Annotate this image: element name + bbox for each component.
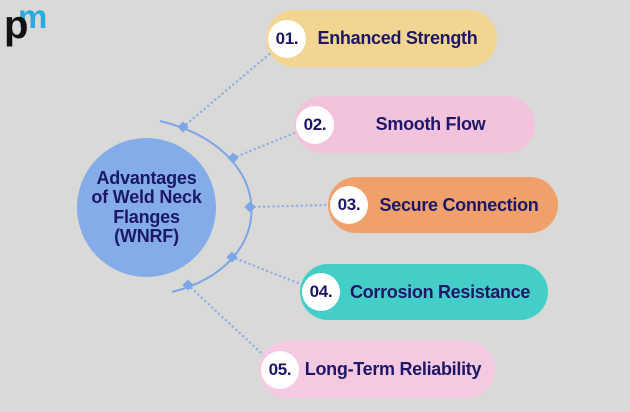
item-label-3: Secure Connection [379,194,539,215]
item-number-badge-5: 05. [261,350,299,389]
node-diamond-5 [182,279,194,291]
leader-line-2 [231,130,299,160]
item-label-1: Enhanced Strength [317,28,478,48]
advantage-pill-1: 01. Enhanced Strength [266,10,497,67]
item-label-4: Corrosion Resistance [349,281,531,302]
title-line-2: of Weld Neck [91,187,202,207]
logo-letter-p: p [4,3,29,47]
node-diamond-4 [226,251,238,263]
central-topic-circle: Advantages of Weld Neck Flanges (WNRF) [77,138,216,277]
leader-line-5 [186,283,274,365]
node-diamond-3 [244,201,256,213]
item-label-5: Long-Term Reliability [304,359,482,379]
leader-line-4 [230,255,305,287]
advantage-pill-2: 02. Smooth Flow [294,96,535,153]
node-diamond-2 [227,152,239,164]
title-line-3: Flanges [113,206,180,227]
node-diamond-1 [177,121,189,133]
advantage-pill-4: 04. Corrosion Resistance [300,264,548,320]
advantage-pill-3: 03. Secure Connection [328,177,558,233]
brand-logo: m p [4,0,68,64]
leader-line-3 [248,203,332,209]
item-number-badge-4: 04. [302,273,340,311]
item-number-badge-3: 03. [330,186,368,224]
advantage-pill-5: 05. Long-Term Reliability [259,341,495,398]
item-number-badge-2: 02. [296,105,334,144]
title-line-1: Advantages [96,167,197,188]
item-label-2: Smooth Flow [375,114,486,134]
leader-line-1 [181,49,275,129]
logo-letter-m: m [18,0,48,35]
title-line-4: (WNRF) [114,226,179,246]
item-number-badge-1: 01. [268,19,306,58]
